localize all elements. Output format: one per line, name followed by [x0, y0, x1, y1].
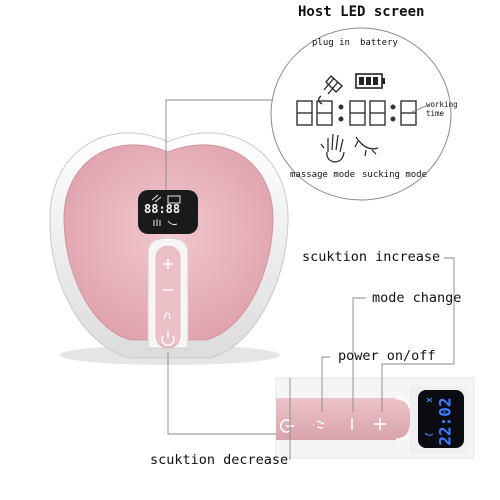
device-mode-icon: [163, 309, 171, 320]
page-title: Host LED screen: [298, 4, 425, 20]
leader-led-screen: [165, 99, 273, 190]
closeup-display-digits: 22:02: [435, 397, 455, 446]
label-massage-mode: massage mode: [290, 170, 356, 180]
label-suction-decrease: scuktion decrease: [150, 452, 289, 468]
battery-icon: [355, 73, 385, 89]
label-mode-change: mode change: [372, 290, 462, 306]
label-plug-in: plug in: [312, 38, 350, 48]
label-working-time: working time: [426, 100, 458, 118]
device-plus-icon: [163, 259, 173, 269]
closeup-led-icons: [424, 397, 434, 436]
sucking-mode-icon: [354, 136, 379, 157]
leader-power: [321, 356, 330, 412]
plug-icon: [318, 75, 343, 105]
leader-mode-change: [352, 297, 366, 412]
device-power-icon: [161, 330, 175, 346]
label-suction-increase: scuktion increase: [302, 249, 441, 265]
closeup-plus-icon: [374, 418, 386, 430]
closeup-mode-icon: [313, 420, 325, 429]
device-display-digits: 88:88: [144, 202, 181, 216]
massage-hand-icon: [320, 133, 345, 163]
led-screen-callout: [270, 27, 452, 201]
breast-pump-device: [49, 132, 289, 365]
control-panel-closeup: [275, 377, 475, 459]
working-time-pointer: [411, 105, 427, 113]
led-digits: [296, 100, 417, 126]
leader-closeup: [167, 352, 276, 435]
device-display-icons: [151, 194, 181, 226]
label-power: power on/off: [338, 348, 436, 364]
leader-suction-increase: [381, 257, 455, 412]
label-battery: battery: [360, 38, 398, 48]
label-sucking-mode: sucking mode: [362, 170, 428, 180]
leader-lines: [165, 99, 455, 460]
